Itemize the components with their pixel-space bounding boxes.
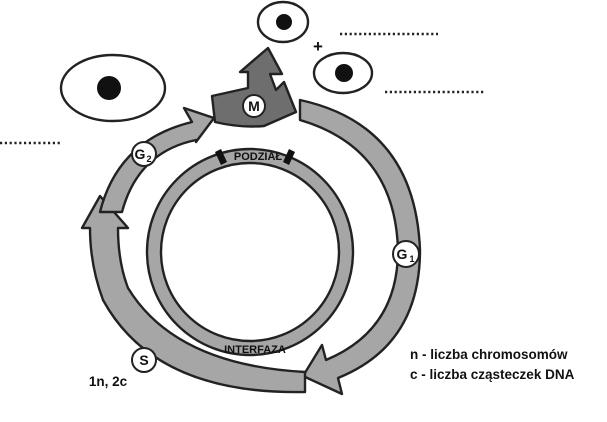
svg-text:G: G: [135, 146, 146, 162]
m-phase-badge: M: [242, 94, 266, 118]
daughter-cell-1: [256, 0, 310, 44]
svg-text:S: S: [139, 352, 148, 368]
s-phase-formula: 1n, 2c: [89, 374, 128, 389]
g2-phase-badge: G 2: [131, 141, 157, 167]
plus-sign: +: [313, 37, 323, 56]
s-phase-arrow: [80, 194, 307, 394]
g1-phase-arrow: [298, 98, 422, 396]
inner-ring: PODZIAŁ INTERFAZA: [145, 147, 355, 357]
parent-cell: [59, 53, 167, 123]
daughter-cell-2-nucleus: [335, 64, 353, 82]
daughter-cell-1-nucleus: [276, 14, 292, 30]
inner-ring-hole: [159, 161, 341, 343]
svg-text:G: G: [397, 246, 408, 262]
division-label: PODZIAŁ: [234, 151, 283, 163]
svg-text:1: 1: [409, 254, 414, 264]
legend-c: c - liczba cząsteczek DNA: [410, 367, 575, 382]
parent-cell-nucleus: [97, 76, 121, 100]
svg-text:2: 2: [146, 154, 151, 164]
svg-text:M: M: [248, 98, 260, 114]
division-marker-left: [215, 149, 227, 165]
s-phase-badge: S: [131, 347, 157, 373]
legend-n: n - liczba chromosomów: [410, 347, 568, 362]
g1-phase-badge: G 1: [392, 240, 420, 268]
division-marker-right: [283, 149, 295, 165]
interphase-label: INTERFAZA: [224, 344, 286, 356]
daughter-cell-2: [312, 51, 374, 95]
m-phase-arrow: [210, 46, 298, 128]
